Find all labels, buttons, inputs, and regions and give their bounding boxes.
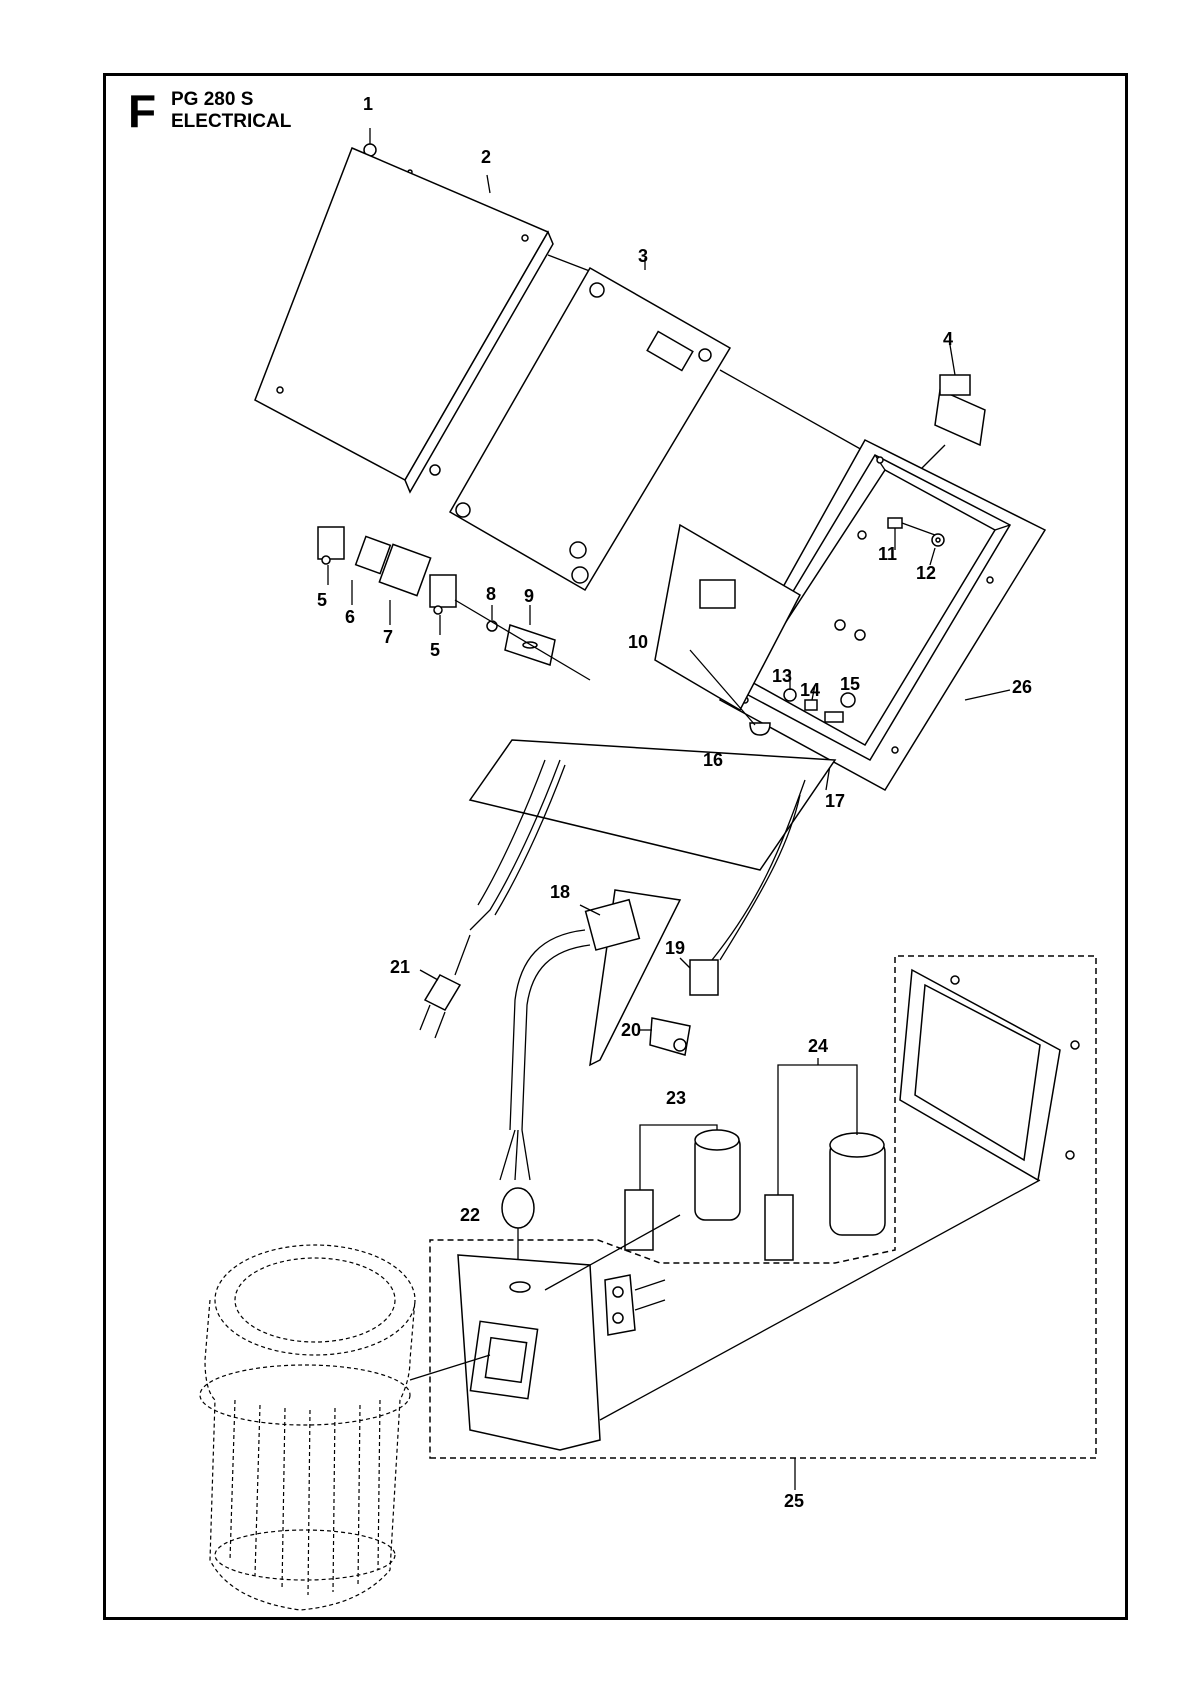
part-screw-8 [486, 605, 498, 632]
section-title: ELECTRICAL [171, 111, 292, 132]
part-capacitor-23 [624, 1124, 741, 1251]
callout-19: 19 [665, 938, 685, 958]
callout-13: 13 [772, 666, 792, 686]
callout-24: 24 [808, 1036, 828, 1056]
callout-14: 14 [800, 680, 820, 700]
model-title: PG 280 S [171, 89, 254, 110]
callout-1: 1 [363, 94, 373, 114]
callout-6: 6 [345, 607, 355, 627]
callout-10: 10 [628, 632, 648, 652]
callout-4: 4 [943, 329, 953, 349]
part-terminal-5b [429, 574, 457, 635]
part-relay-10 [654, 523, 866, 736]
section-letter: F [128, 85, 157, 137]
callout-3: 3 [638, 246, 648, 266]
callout-11: 11 [878, 544, 897, 564]
part-screw-14 [804, 684, 818, 711]
callout-25: 25 [784, 1491, 804, 1511]
page-frame [103, 73, 1128, 1620]
part-capacitor-24 [764, 1058, 886, 1261]
part-bolt-11 [887, 517, 936, 550]
callout-26: 26 [1012, 677, 1032, 697]
callout-17: 17 [825, 791, 845, 811]
callout-22: 22 [460, 1205, 480, 1225]
part-bracket-20 [640, 1017, 691, 1056]
part-terminal-6 [351, 535, 392, 605]
part-connector-19 [679, 779, 806, 996]
part-terminal-5a [317, 526, 345, 585]
callout-7: 7 [383, 627, 393, 647]
callout-23: 23 [666, 1088, 686, 1108]
part-din-rail-9 [454, 599, 591, 681]
callout-9: 9 [524, 586, 534, 606]
callout-12: 12 [916, 563, 936, 583]
callout-15: 15 [840, 674, 860, 694]
part-panel-3 [448, 258, 881, 592]
part-cable-gland-18 [499, 889, 682, 1181]
callout-2: 2 [481, 147, 491, 167]
part-terminal-7 [378, 543, 432, 625]
part-nut-15 [824, 692, 856, 723]
part-washer-12 [929, 533, 945, 566]
callout-18: 18 [550, 882, 570, 902]
part-switch-4 [919, 344, 986, 471]
callout-labels: 1 2 3 4 5 6 7 5 8 9 10 11 12 13 14 15 26… [317, 94, 1032, 1511]
callout-16: 16 [703, 750, 723, 770]
part-motor [199, 1244, 491, 1611]
part-washer-13 [783, 672, 797, 702]
callout-8: 8 [486, 584, 496, 604]
callout-5b: 5 [430, 640, 440, 660]
callout-21: 21 [390, 957, 410, 977]
part-cover-plate-2 [254, 147, 601, 494]
callout-20: 20 [621, 1020, 641, 1040]
part-power-cord-21 [419, 739, 837, 1039]
callout-5a: 5 [317, 590, 327, 610]
part-terminal-box-25 [429, 955, 1097, 1490]
